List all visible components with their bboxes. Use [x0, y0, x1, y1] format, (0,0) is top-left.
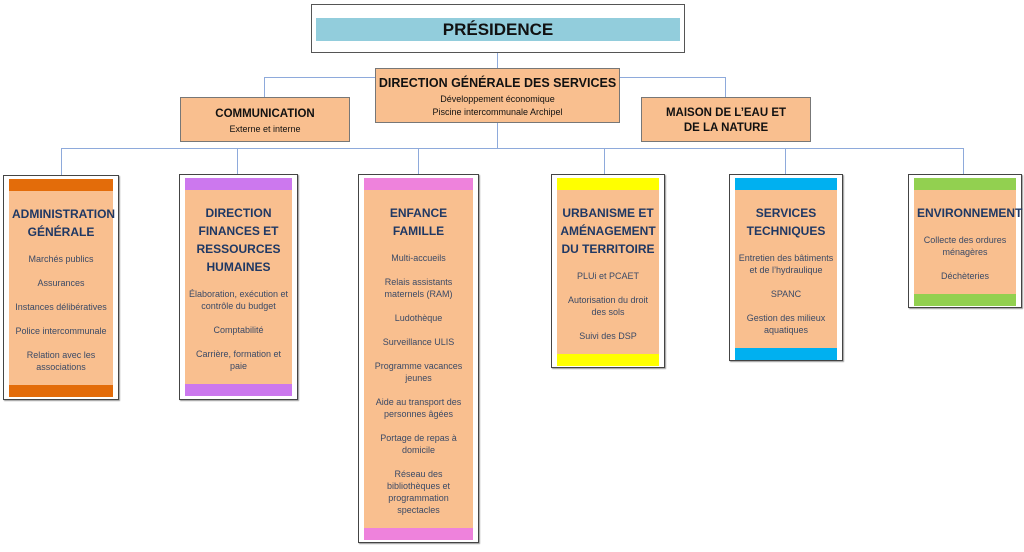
- connector: [725, 77, 726, 97]
- department-title: ENFANCE FAMILLE: [389, 206, 448, 238]
- connector: [418, 148, 419, 174]
- department-title: ADMINISTRATION GÉNÉRALE: [12, 207, 116, 239]
- department-item: Collecte des ordures ménagères: [923, 235, 1007, 257]
- presidence-box: PRÉSIDENCE: [311, 4, 685, 53]
- maison-title: MAISON DE L’EAU ET DE LA NATURE: [665, 107, 787, 134]
- department-title: SERVICES TECHNIQUES: [746, 206, 826, 238]
- connector: [237, 148, 238, 174]
- department-item: Programme vacances jeunes: [374, 361, 463, 383]
- communication-sub: Externe et interne: [229, 124, 301, 134]
- department-item: Instances délibératives: [15, 302, 107, 312]
- department-card: SERVICES TECHNIQUES Entretien des bâtimen…: [729, 174, 843, 361]
- connector: [963, 148, 964, 174]
- color-bar: [557, 178, 659, 190]
- connector: [61, 148, 964, 149]
- department-item: Police intercommunale: [15, 326, 107, 336]
- connector: [497, 52, 498, 68]
- department-item: Autorisation du droit des sols: [567, 295, 649, 317]
- department-item: Suivi des DSP: [579, 331, 637, 341]
- department-item: Gestion des milieux aquatiques: [746, 313, 826, 335]
- department-card: ENVIRONNEMENT Collecte des ordures ménagè…: [908, 174, 1022, 308]
- color-bar: [9, 385, 113, 397]
- connector: [497, 122, 498, 148]
- department-item: Carrière, formation et paie: [195, 349, 282, 371]
- department-item: Relais assistants maternels (RAM): [384, 277, 453, 299]
- color-bar: [185, 178, 292, 190]
- color-bar: [735, 348, 837, 360]
- department-card: URBANISME ET AMÉNAGEMENT DU TERRITOIRE PL…: [551, 174, 665, 368]
- color-bar: [914, 178, 1016, 190]
- department-item: Relation avec les associations: [26, 350, 96, 372]
- department-title: DIRECTION FINANCES ET RESSOURCES HUMAINE…: [196, 206, 281, 274]
- communication-title: COMMUNICATION: [215, 108, 315, 120]
- department-item: Multi-accueils: [391, 253, 446, 263]
- department-item: Portage de repas à domicile: [380, 433, 457, 455]
- department-item: PLUi et PCAET: [576, 271, 640, 281]
- dgs-line: Piscine intercommunale Archipel: [432, 107, 563, 117]
- department-panel: SERVICES TECHNIQUES Entretien des bâtimen…: [735, 178, 837, 360]
- color-bar: [364, 528, 473, 540]
- department-item: Déchèteries: [940, 271, 990, 281]
- department-item: Comptabilité: [213, 325, 264, 335]
- communication-box: COMMUNICATION Externe et interne: [180, 97, 350, 142]
- color-bar: [9, 179, 113, 191]
- department-item: Aide au transport des personnes âgées: [375, 397, 462, 419]
- department-panel: ENVIRONNEMENT Collecte des ordures ménagè…: [914, 178, 1023, 306]
- presidence-title: PRÉSIDENCE: [316, 18, 680, 41]
- dgs-box: DIRECTION GÉNÉRALE DES SERVICES Développ…: [375, 68, 620, 123]
- department-title: URBANISME ET AMÉNAGEMENT DU TERRITOIRE: [560, 206, 656, 256]
- department-item: Surveillance ULIS: [382, 337, 455, 347]
- maison-box: MAISON DE L’EAU ET DE LA NATURE: [641, 97, 811, 142]
- connector: [264, 77, 265, 97]
- dgs-title: DIRECTION GÉNÉRALE DES SERVICES: [378, 76, 617, 90]
- department-item: Réseau des bibliothèques et programmatio…: [386, 469, 451, 515]
- department-item: Marchés publics: [28, 254, 94, 264]
- department-card: DIRECTION FINANCES ET RESSOURCES HUMAINE…: [179, 174, 298, 400]
- color-bar: [185, 384, 292, 396]
- color-bar: [364, 178, 473, 190]
- department-title: ENVIRONNEMENT: [917, 206, 1023, 220]
- connector: [604, 148, 605, 174]
- color-bar: [557, 354, 659, 366]
- color-bar: [914, 294, 1016, 306]
- department-item: Ludothèque: [394, 313, 443, 323]
- department-item: Assurances: [37, 278, 85, 288]
- connector: [785, 148, 786, 174]
- department-item: Entretien des bâtiments et de l’hydrauli…: [738, 253, 834, 275]
- department-panel: URBANISME ET AMÉNAGEMENT DU TERRITOIRE PL…: [557, 178, 659, 366]
- department-panel: DIRECTION FINANCES ET RESSOURCES HUMAINE…: [185, 178, 292, 396]
- connector: [61, 148, 62, 175]
- dgs-line: Développement économique: [440, 94, 555, 104]
- department-item: Élaboration, exécution et contrôle du bu…: [188, 289, 289, 311]
- department-item: SPANC: [770, 289, 802, 299]
- color-bar: [735, 178, 837, 190]
